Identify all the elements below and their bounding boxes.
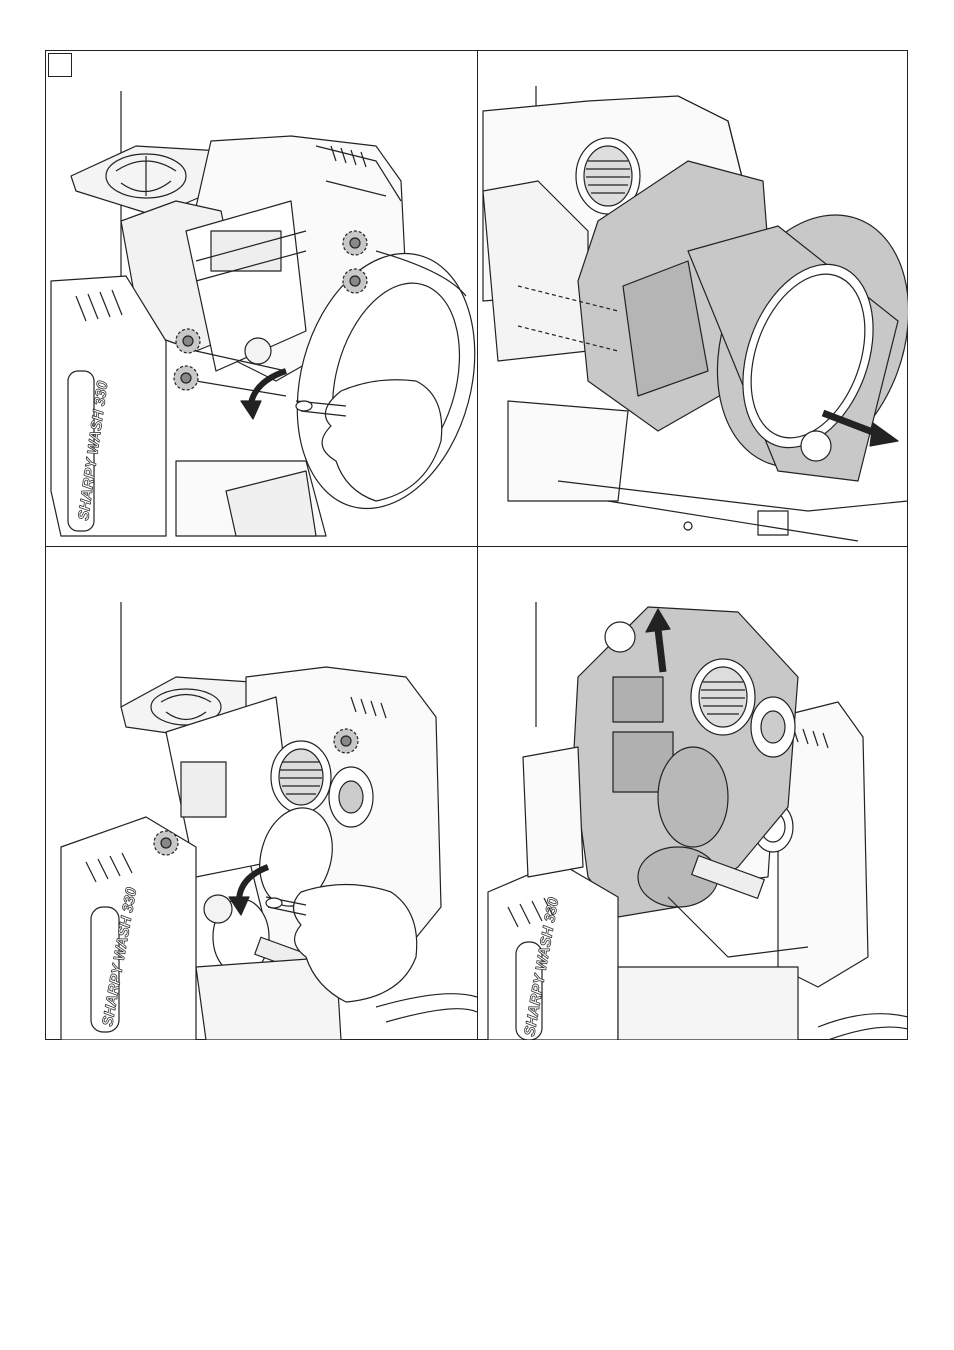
pull-marker xyxy=(801,431,831,461)
panel-2-drawing xyxy=(478,51,908,546)
panel-lift-out-module: SHARPY WASH 330 xyxy=(478,547,908,1040)
panel-pull-out-module xyxy=(478,51,908,546)
panel-3-drawing: SHARPY WASH 330 xyxy=(46,547,477,1040)
panel-remove-screws: SHARPY WASH 330 xyxy=(46,51,477,546)
panel-1-drawing: SHARPY WASH 330 xyxy=(46,51,477,546)
panel-remove-module-screws: SHARPY WASH 330 xyxy=(46,547,477,1040)
lift-marker xyxy=(605,622,635,652)
figure-grid: SHARPY WASH 330 xyxy=(45,50,908,1040)
panel-4-drawing: SHARPY WASH 330 xyxy=(478,547,908,1040)
